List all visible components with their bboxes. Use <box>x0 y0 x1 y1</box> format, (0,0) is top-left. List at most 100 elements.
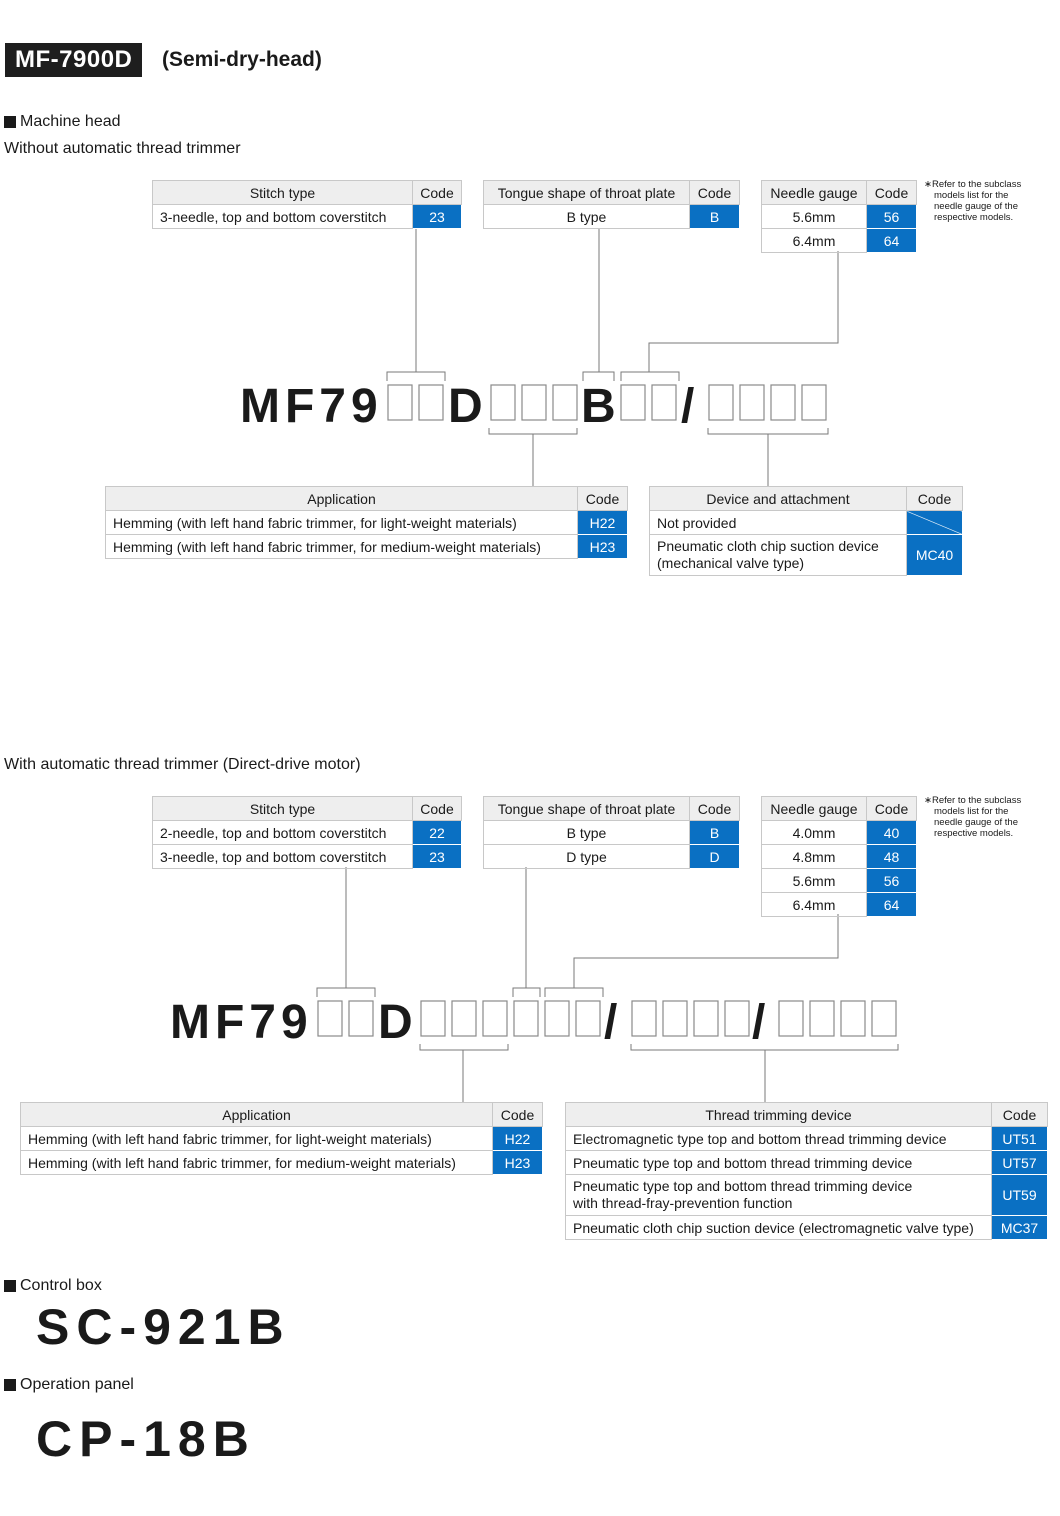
table-row: 4.8mm 48 <box>761 844 917 869</box>
option-code: H23 <box>492 1150 543 1175</box>
option-code: 48 <box>866 844 917 869</box>
model-code-prefix: MF79 <box>240 380 383 432</box>
model-code-diagram: MF79 D B / <box>240 380 827 432</box>
subclass-note: ∗Refer to the subclass models list for t… <box>924 179 1022 223</box>
application-table: Application Code Hemming (with left hand… <box>20 1102 543 1175</box>
without-trimmer-title: Without automatic thread trimmer <box>4 140 241 157</box>
option-code: UT51 <box>991 1126 1048 1151</box>
code-header: Code <box>577 486 628 511</box>
tongue-shape-table: Tongue shape of throat plate Code B type… <box>483 180 740 229</box>
option-label: Not provided <box>649 510 907 535</box>
needle-gauge-table: Needle gauge Code 4.0mm 40 4.8mm 48 5.6m… <box>761 796 917 917</box>
table-row: 6.4mm 64 <box>761 892 917 917</box>
stitch-type-table: Stitch type Code 2-needle, top and botto… <box>152 796 462 869</box>
option-label: 5.6mm <box>761 204 867 229</box>
section-label: Control box <box>20 1277 102 1294</box>
option-label: 5.6mm <box>761 868 867 893</box>
option-label: B type <box>483 204 690 229</box>
square-bullet-icon <box>4 1280 16 1292</box>
stitch-type-header: Stitch type <box>152 180 413 205</box>
model-badge: MF-7900D <box>5 43 143 77</box>
table-row: 6.4mm 64 <box>761 228 917 253</box>
stitch-type-header: Stitch type <box>152 796 413 821</box>
table-row: D type D <box>483 844 740 869</box>
with-trimmer-title: With automatic thread trimmer (Direct-dr… <box>4 756 361 773</box>
option-label: Electromagnetic type top and bottom thre… <box>565 1126 992 1151</box>
option-code: UT57 <box>991 1150 1048 1175</box>
option-code: B <box>689 204 740 229</box>
option-label: 6.4mm <box>761 892 867 917</box>
code-header: Code <box>866 180 917 205</box>
option-code: 23 <box>412 844 462 869</box>
code-header: Code <box>991 1102 1048 1127</box>
table-row: Pneumatic cloth chip suction device (mec… <box>649 534 963 576</box>
operation-panel-model: CP-18B <box>36 1411 256 1467</box>
option-code: MC37 <box>991 1215 1048 1240</box>
model-code-b: B <box>581 380 616 432</box>
table-row: B type B <box>483 820 740 845</box>
option-label: Pneumatic type top and bottom thread tri… <box>565 1150 992 1175</box>
option-code: H23 <box>577 534 628 559</box>
code-header: Code <box>492 1102 543 1127</box>
table-row: Pneumatic type top and bottom thread tri… <box>565 1174 1048 1216</box>
square-bullet-icon <box>4 116 16 128</box>
section-control-box: Control box <box>4 1276 102 1296</box>
table-row: Hemming (with left hand fabric trimmer, … <box>105 510 628 535</box>
model-code-diagram: MF79 D / / <box>170 996 897 1048</box>
option-code: D <box>689 844 740 869</box>
code-header: Code <box>412 796 462 821</box>
thread-trimming-table: Thread trimming device Code Electromagne… <box>565 1102 1048 1240</box>
tongue-shape-header: Tongue shape of throat plate <box>483 796 690 821</box>
option-code: H22 <box>492 1126 543 1151</box>
option-label: Pneumatic cloth chip suction device (ele… <box>565 1215 992 1240</box>
option-code: H22 <box>577 510 628 535</box>
application-table: Application Code Hemming (with left hand… <box>105 486 628 559</box>
option-code: MC40 <box>906 534 963 576</box>
option-label: Hemming (with left hand fabric trimmer, … <box>20 1126 493 1151</box>
code-placeholder-boxes <box>317 1000 897 1037</box>
application-header: Application <box>105 486 578 511</box>
code-header: Code <box>906 486 963 511</box>
option-code: 56 <box>866 204 917 229</box>
section-operation-panel: Operation panel <box>4 1375 134 1395</box>
option-label: D type <box>483 844 690 869</box>
table-row: 3-needle, top and bottom coverstitch 23 <box>152 844 462 869</box>
code-header: Code <box>689 180 740 205</box>
option-code: 23 <box>412 204 462 229</box>
table-row: B type B <box>483 204 740 229</box>
table-row: 5.6mm 56 <box>761 868 917 893</box>
model-code-prefix: MF79 <box>170 996 313 1048</box>
option-label: Pneumatic cloth chip suction device (mec… <box>649 534 907 576</box>
table-row: Electromagnetic type top and bottom thre… <box>565 1126 1048 1151</box>
code-header: Code <box>412 180 462 205</box>
table-row: Pneumatic cloth chip suction device (ele… <box>565 1215 1048 1240</box>
option-label: 3-needle, top and bottom coverstitch <box>152 844 413 869</box>
option-label: Hemming (with left hand fabric trimmer, … <box>105 510 578 535</box>
application-header: Application <box>20 1102 493 1127</box>
needle-gauge-header: Needle gauge <box>761 180 867 205</box>
table-row: 4.0mm 40 <box>761 820 917 845</box>
option-code: 22 <box>412 820 462 845</box>
needle-gauge-table: Needle gauge Code 5.6mm 56 6.4mm 64 <box>761 180 917 253</box>
subclass-note: ∗Refer to the subclass models list for t… <box>924 795 1022 839</box>
section-label: Machine head <box>20 113 121 130</box>
option-code: UT59 <box>991 1174 1048 1216</box>
thread-trimming-header: Thread trimming device <box>565 1102 992 1127</box>
option-code: B <box>689 820 740 845</box>
needle-gauge-header: Needle gauge <box>761 796 867 821</box>
option-code-none <box>906 510 963 535</box>
option-label: Hemming (with left hand fabric trimmer, … <box>20 1150 493 1175</box>
device-attachment-table: Device and attachment Code Not provided … <box>649 486 963 576</box>
table-row: Hemming (with left hand fabric trimmer, … <box>20 1126 543 1151</box>
tongue-shape-header: Tongue shape of throat plate <box>483 180 690 205</box>
option-label: B type <box>483 820 690 845</box>
option-code: 40 <box>866 820 917 845</box>
table-row: Hemming (with left hand fabric trimmer, … <box>20 1150 543 1175</box>
option-label: 4.0mm <box>761 820 867 845</box>
option-code: 56 <box>866 868 917 893</box>
option-label: Hemming (with left hand fabric trimmer, … <box>105 534 578 559</box>
model-code-slash: / <box>681 380 694 432</box>
table-row: 2-needle, top and bottom coverstitch 22 <box>152 820 462 845</box>
model-code-d: D <box>378 996 413 1048</box>
